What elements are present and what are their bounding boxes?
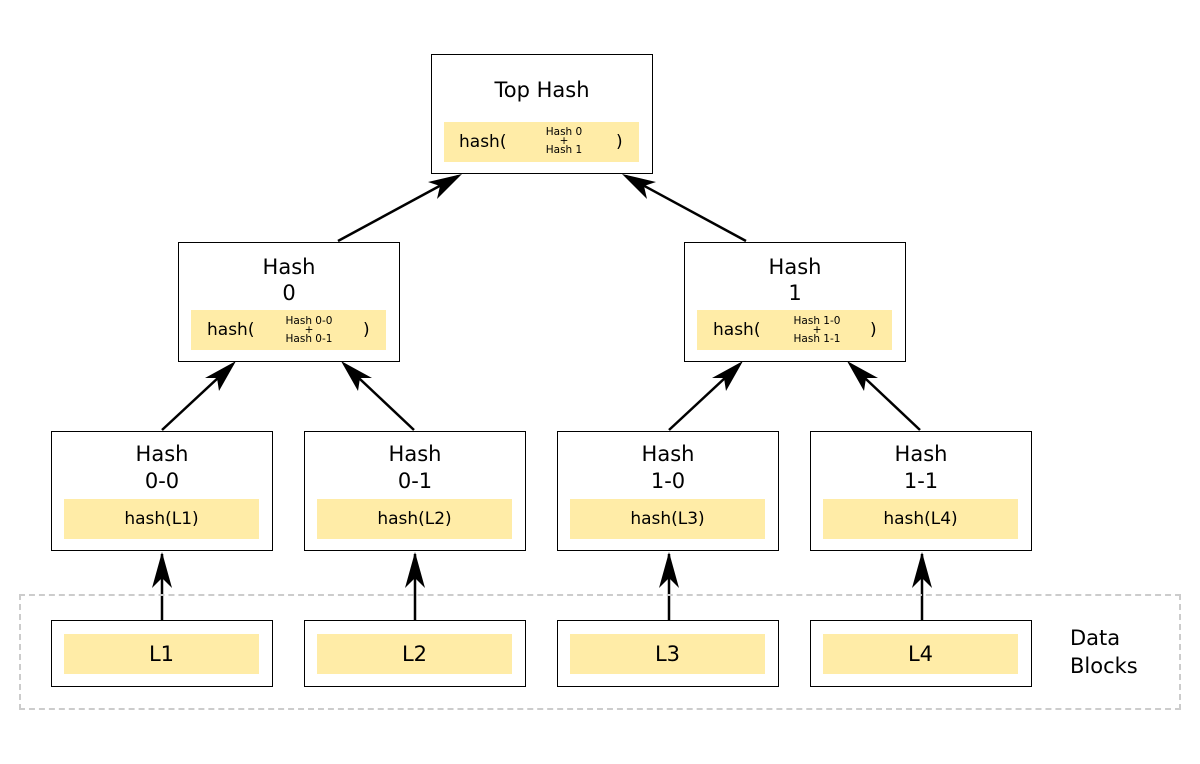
hash-1-1-node: Hash 1-1 hash(L4): [810, 431, 1032, 551]
hash-1-1-label: 1-1: [903, 469, 939, 493]
hash-1-title: Hash: [768, 255, 822, 279]
data-block-l1: L1: [51, 620, 273, 687]
operand-b: Hash 1-1: [793, 333, 841, 345]
hash-1-1-function: hash(L4): [823, 499, 1018, 539]
hash-0-1-node: Hash 0-1 hash(L2): [304, 431, 526, 551]
hash-1-0-function: hash(L3): [570, 499, 765, 539]
hash-0-0-label: 0-0: [144, 469, 180, 493]
hash-0-0-function: hash(L1): [64, 499, 259, 539]
hash-1-function: hash( Hash 1-0 + Hash 1-1 ): [697, 310, 892, 350]
top-hash-node: Top Hash hash( Hash 0 + Hash 1 ): [431, 54, 653, 174]
data-blocks-caption-line2: Blocks: [1070, 654, 1138, 678]
hash-0-1-function: hash(L2): [317, 499, 512, 539]
arrowhead: [205, 361, 236, 391]
hash-0-0-fn-text: hash(L1): [124, 509, 199, 529]
arrowhead: [712, 361, 743, 391]
hash-1-label: 1: [788, 281, 802, 305]
hash-fn-open: hash(: [459, 132, 507, 152]
arrowhead: [847, 361, 878, 391]
data-block-l4-fill: L4: [823, 634, 1018, 674]
data-block-l3: L3: [557, 620, 779, 687]
hash-0-1-label: 0-1: [397, 469, 433, 493]
hash-fn-close: ): [870, 320, 877, 340]
data-block-l2: L2: [304, 620, 526, 687]
operand-a: Hash 1-0: [793, 315, 841, 327]
arrow-hash-0-to-top-hash: [337, 174, 459, 243]
data-block-l4-label: L4: [907, 642, 934, 666]
data-block-l3-fill: L3: [570, 634, 765, 674]
hash-1-1-fn-text: hash(L4): [883, 509, 958, 529]
operand-plus: +: [559, 135, 569, 147]
top-hash-title: Top Hash: [494, 78, 590, 102]
arrowhead: [912, 552, 932, 588]
arrowhead: [405, 552, 425, 588]
data-blocks-caption: Data Blocks: [1070, 624, 1138, 680]
data-block-l2-fill: L2: [317, 634, 512, 674]
data-block-l4: L4: [810, 620, 1032, 687]
data-blocks-region: [19, 594, 1181, 710]
hash-fn-open: hash(: [713, 320, 761, 340]
arrow-hash-1-to-top-hash: [625, 174, 747, 243]
data-block-l1-label: L1: [148, 642, 175, 666]
data-block-l1-fill: L1: [64, 634, 259, 674]
hash-0-1-fn-text: hash(L2): [377, 509, 452, 529]
operand-b: Hash 0-1: [285, 333, 333, 345]
data-block-l2-label: L2: [401, 642, 428, 666]
top-hash-function: hash( Hash 0 + Hash 1 ): [444, 122, 639, 162]
hash-1-0-title: Hash: [641, 442, 695, 466]
operand-a: Hash 0-0: [285, 315, 333, 327]
operand-plus: +: [812, 324, 822, 336]
hash-1-node: Hash 1 hash( Hash 1-0 + Hash 1-1 ): [684, 242, 906, 362]
hash-1-0-fn-text: hash(L3): [630, 509, 705, 529]
arrowhead: [428, 174, 462, 199]
hash-1-1-title: Hash: [894, 442, 948, 466]
hash-0-1-title: Hash: [388, 442, 442, 466]
hash-0-function: hash( Hash 0-0 + Hash 0-1 ): [191, 310, 386, 350]
hash-0-node: Hash 0 hash( Hash 0-0 + Hash 0-1 ): [178, 242, 400, 362]
hash-fn-open: hash(: [207, 320, 255, 340]
hash-fn-close: ): [363, 320, 370, 340]
hash-fn-close: ): [616, 132, 623, 152]
arrowhead: [341, 361, 372, 391]
hash-0-0-title: Hash: [135, 442, 189, 466]
hash-0-0-node: Hash 0-0 hash(L1): [51, 431, 273, 551]
operand-b: Hash 1: [545, 144, 583, 156]
operand-a: Hash 0: [545, 126, 583, 138]
hash-0-label: 0: [282, 281, 296, 305]
hash-0-title: Hash: [262, 255, 316, 279]
data-blocks-caption-line1: Data: [1070, 626, 1121, 650]
hash-1-0-node: Hash 1-0 hash(L3): [557, 431, 779, 551]
data-block-l3-label: L3: [654, 642, 681, 666]
arrowhead: [622, 174, 656, 199]
arrowhead: [152, 552, 172, 588]
operand-plus: +: [304, 324, 314, 336]
hash-1-0-label: 1-0: [650, 469, 686, 493]
arrowhead: [659, 552, 679, 588]
